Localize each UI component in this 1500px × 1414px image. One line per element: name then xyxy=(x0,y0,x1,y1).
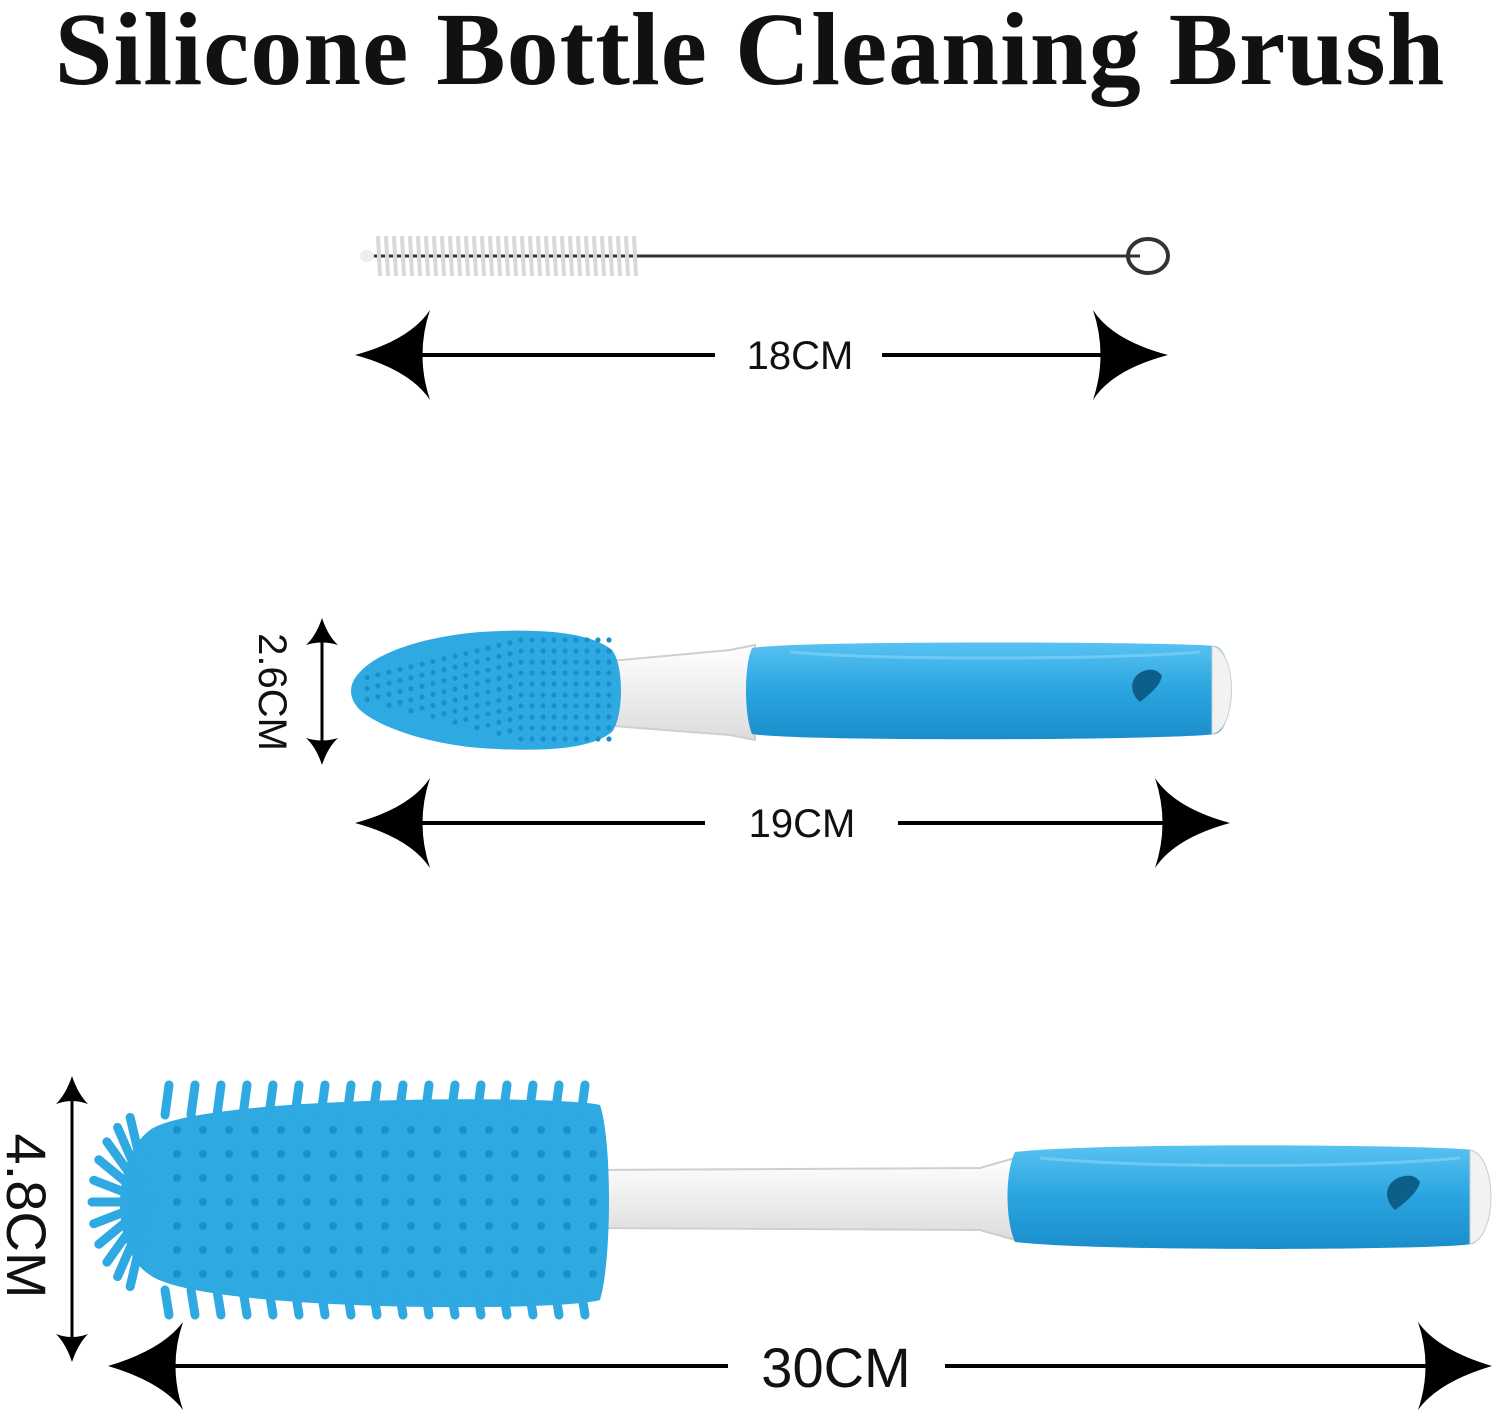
arrow-4-8cm xyxy=(56,1076,88,1362)
arrow-19cm xyxy=(355,778,1230,868)
straw-brush xyxy=(360,235,1170,277)
arrow-2-6cm xyxy=(306,618,338,765)
bottle-brush xyxy=(87,1080,1492,1320)
nipple-brush-length-label: 19CM xyxy=(726,804,878,844)
bottle-brush-diameter-label: 4.8CM xyxy=(0,1133,58,1299)
bottle-brush-length-label: 30CM xyxy=(739,1340,933,1396)
nipple-brush-diameter-label: 2.6CM xyxy=(250,633,294,751)
arrow-30cm xyxy=(108,1322,1492,1410)
nipple-brush xyxy=(351,630,1232,750)
page-title: Silicone Bottle Cleaning Brush xyxy=(54,0,1446,107)
arrow-18cm xyxy=(355,310,1168,400)
straw-brush-length-label: 18CM xyxy=(724,336,876,376)
